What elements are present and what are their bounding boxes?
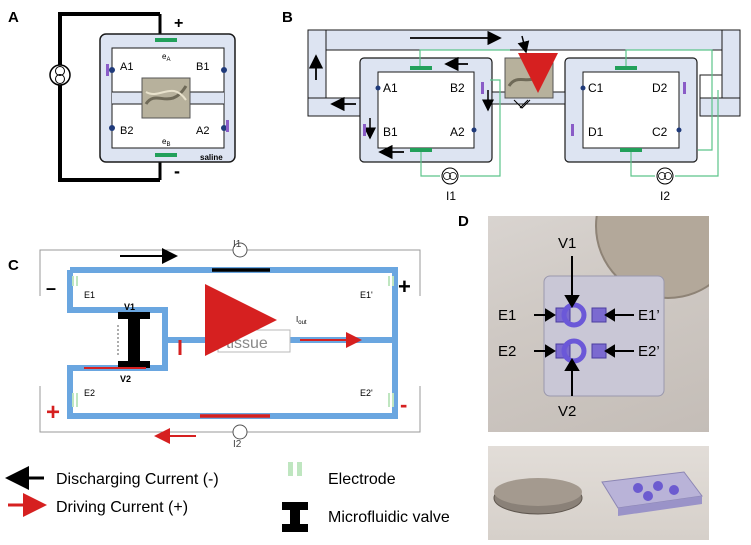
photo-label-e1p: E1’ (638, 307, 660, 324)
tissue-image-b (504, 57, 554, 99)
label-c-i2: I2 (233, 439, 242, 450)
panel-label-d: D (458, 213, 469, 230)
valve-icon (128, 312, 140, 368)
legend-valve: Microfluidic valve (328, 509, 450, 526)
label-b-c2: C2 (652, 125, 668, 139)
label-eb: eB (162, 137, 170, 148)
label-i2: I2 (660, 189, 670, 203)
label-a1: A1 (120, 61, 133, 73)
label-i1: I1 (446, 189, 456, 203)
blue-channel-network (67, 267, 398, 419)
label-b-d2: D2 (652, 81, 668, 95)
electrode-b-right-top (615, 66, 637, 70)
label-e2: E2 (84, 388, 95, 398)
panel-c: C I1 I2 tissue E1 E1' E2 E (8, 239, 421, 450)
panel-label-c: C (8, 257, 19, 274)
current-source-i2-icon (656, 167, 674, 185)
label-saline: saline (200, 153, 223, 162)
label-v2: V2 (120, 374, 131, 384)
source-i1-icon (232, 242, 248, 258)
pdms-chip (543, 275, 665, 397)
legend-discharging: Discharging Current (-) (56, 471, 219, 488)
label-b-a1: A1 (383, 81, 398, 95)
label-ea: eA (162, 52, 170, 63)
label-a2: A2 (196, 125, 209, 137)
label-e1: E1 (84, 290, 95, 300)
legend: Discharging Current (-) Driving Current … (5, 462, 450, 532)
panel-label-b: B (282, 9, 293, 26)
legend-electrode: Electrode (328, 471, 396, 488)
electrode-b-right-bottom (620, 148, 642, 152)
photo-label-v2: V2 (558, 403, 576, 420)
tissue-label: tissue (226, 335, 268, 352)
panel-label-a: A (8, 9, 19, 26)
label-b-b1: B1 (383, 125, 398, 139)
label-e1p: E1' (360, 290, 373, 300)
photo-label-v1: V1 (558, 235, 576, 252)
label-v1: V1 (124, 302, 135, 312)
label-b1: B1 (196, 61, 209, 73)
label-b-c1: C1 (588, 81, 604, 95)
plus-sign: + (174, 15, 183, 32)
sign-plus-right: + (398, 274, 411, 299)
photo-label-e2p: E2’ (638, 343, 660, 360)
legend-electrode-icon (288, 462, 293, 476)
label-b-d1: D1 (588, 125, 604, 139)
device-photo-top: V1 E1 E1’ E2 E2’ V2 (488, 216, 709, 432)
electrode-b-left-top (410, 66, 432, 70)
electrode-top (155, 38, 177, 42)
electrode-bottom (155, 153, 177, 157)
sign-minus-right: - (400, 392, 407, 417)
label-e2p: E2' (360, 388, 373, 398)
label-b-b2: B2 (450, 81, 465, 95)
photo-label-e1: E1 (498, 307, 516, 324)
panel-b: B (282, 9, 741, 203)
label-b2: B2 (120, 125, 133, 137)
label-iout: Iout (296, 315, 307, 326)
panel-a: A + - A1 B1 B2 A2 eA eB saline (8, 9, 236, 182)
label-c-i1: I1 (233, 239, 242, 250)
wire-loop (58, 12, 160, 182)
electrode-b-left-bottom (410, 148, 432, 152)
label-b-a2: A2 (450, 125, 465, 139)
device-photo-side (488, 446, 709, 540)
minus-sign: - (174, 161, 180, 181)
current-source-i1-icon (441, 167, 459, 185)
legend-driving: Driving Current (+) (56, 499, 188, 516)
sign-plus-left: + (46, 399, 60, 426)
source-i2-icon (232, 424, 248, 440)
sign-minus-left: – (46, 278, 56, 298)
photo-label-e2: E2 (498, 343, 516, 360)
legend-valve-icon (282, 502, 308, 510)
